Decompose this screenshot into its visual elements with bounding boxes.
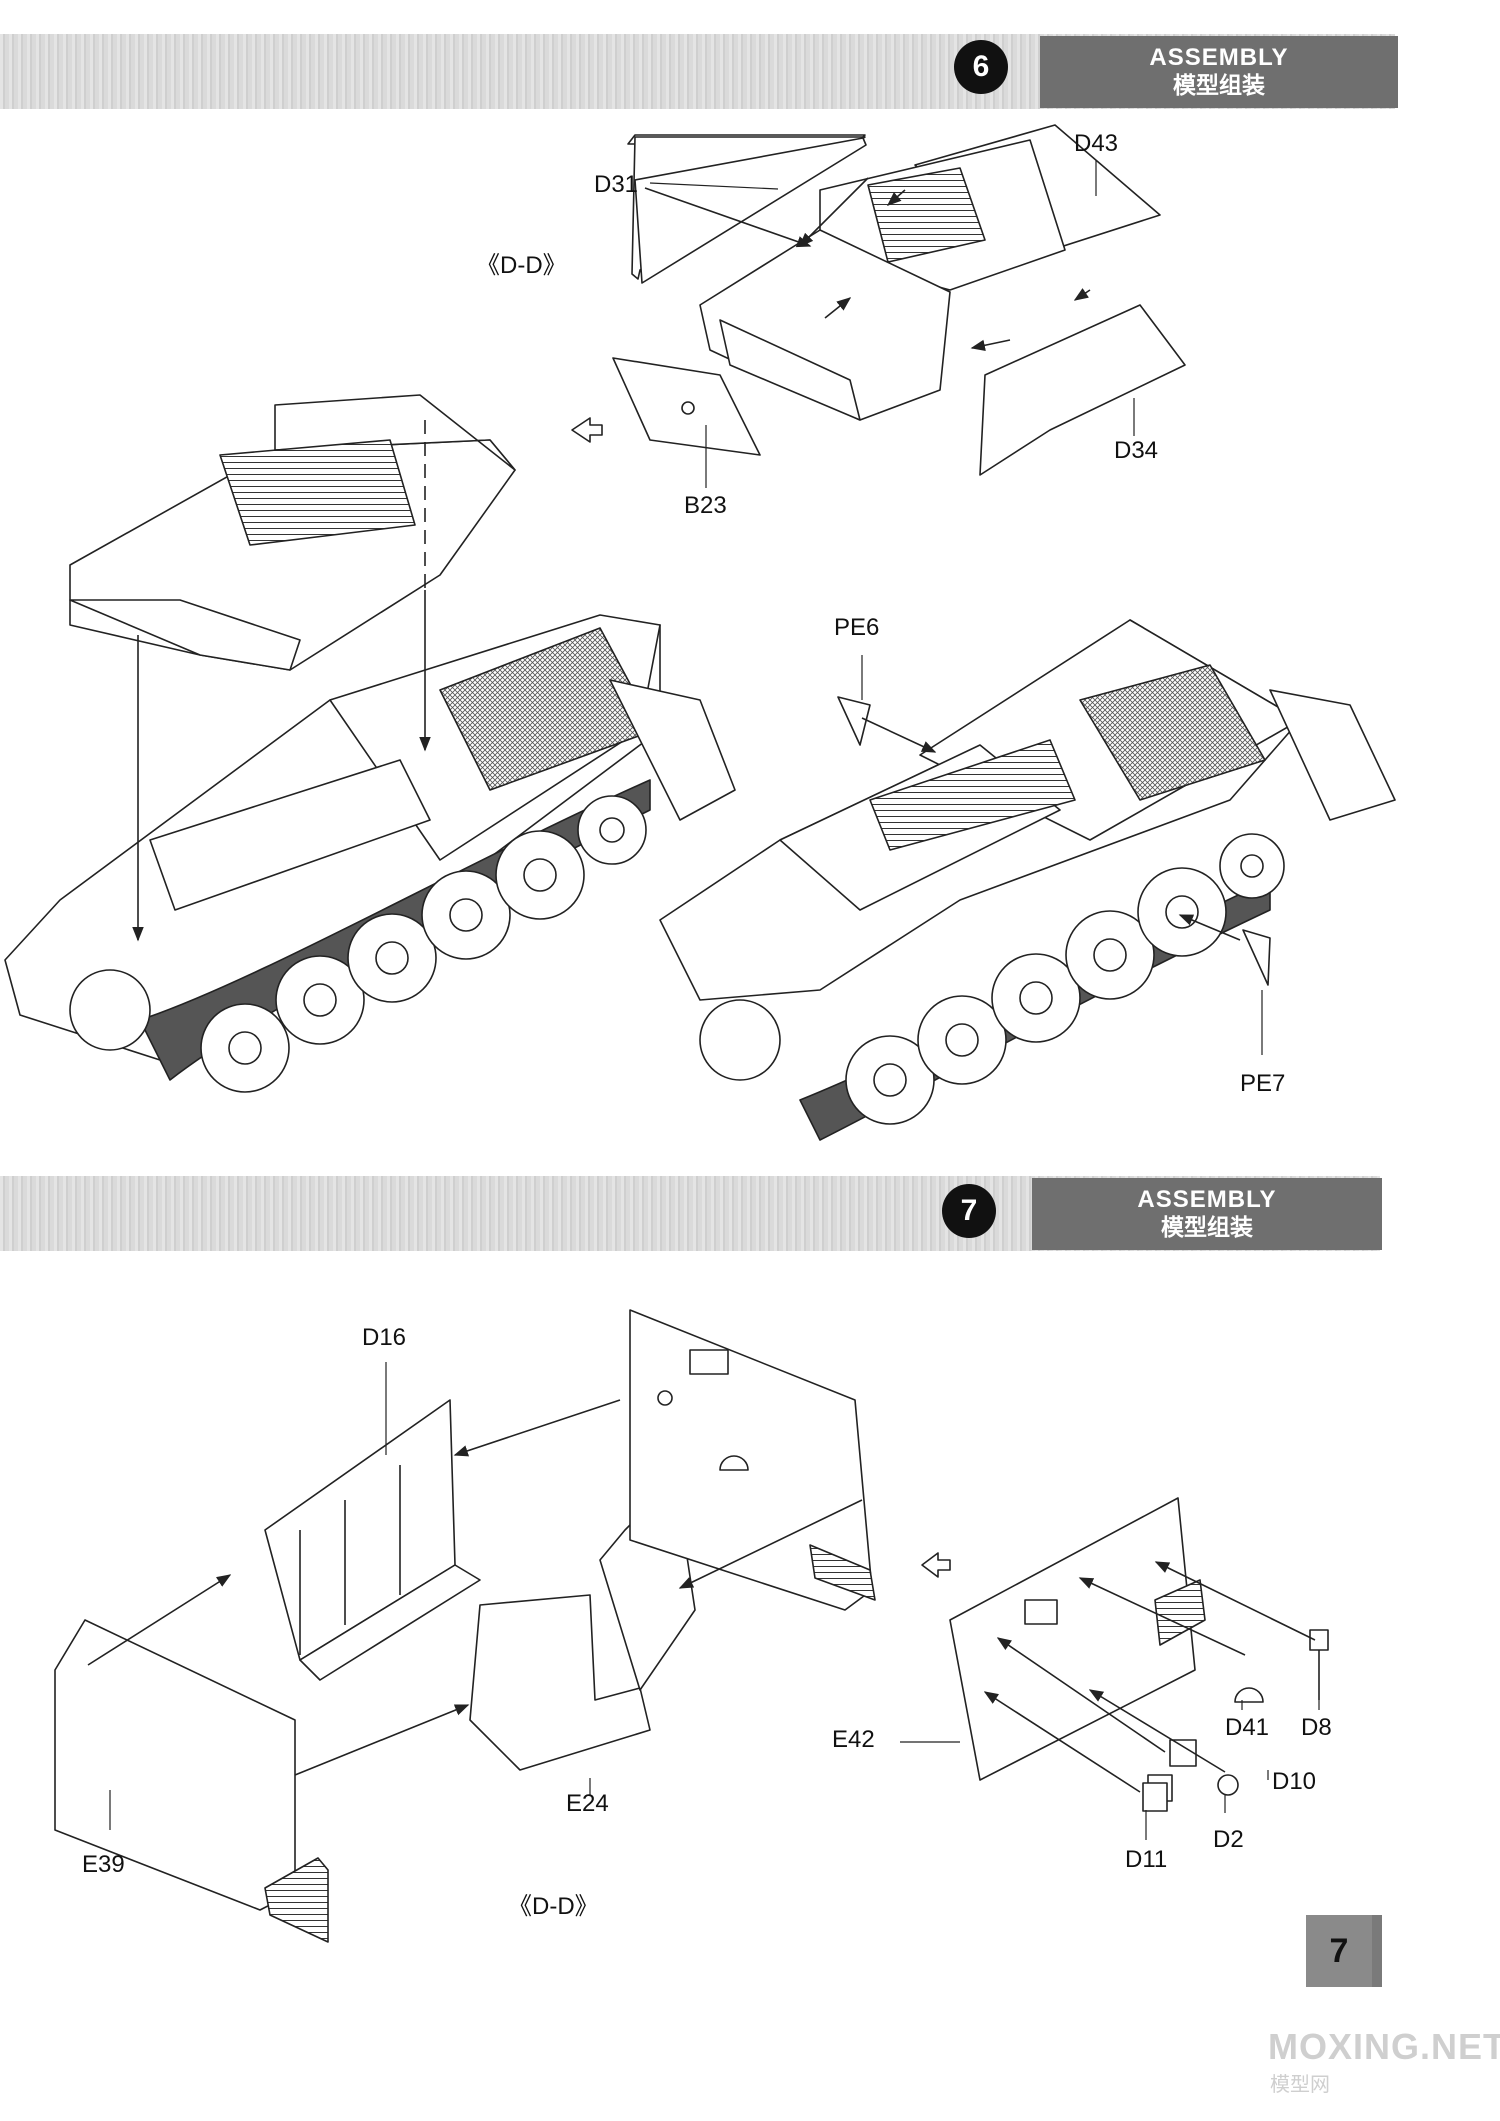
step6-right-vehicle: [659, 619, 1396, 1141]
step6-title-cn: 模型组装: [1173, 72, 1265, 99]
part-label-b23: B23: [684, 492, 727, 519]
part-label-d41: D41: [1225, 1714, 1270, 1741]
step7-title-en: ASSEMBLY: [1137, 1186, 1277, 1213]
step6-left-vehicle: [4, 394, 736, 1093]
part-label-pe7: PE7: [1240, 1070, 1286, 1097]
part-label-d43: D43: [1074, 130, 1119, 157]
part-label-d2: D2: [1213, 1826, 1244, 1853]
part-label-d16: D16: [362, 1324, 407, 1351]
part-label-d34: D34: [1114, 437, 1159, 464]
page-number: 7: [1306, 1915, 1372, 1987]
step7-assembly-tag: ASSEMBLY 模型组装: [1032, 1178, 1382, 1250]
step7-number-badge: 7: [942, 1184, 996, 1238]
step7-title-cn: 模型组装: [1161, 1214, 1253, 1241]
part-label-e24: E24: [566, 1790, 609, 1817]
page-number-box: 7: [1306, 1915, 1382, 1987]
step6-exploded-hull-parts: [612, 124, 1186, 476]
step6-view-label: 《D-D》: [476, 252, 567, 279]
step6-number-badge: 6: [954, 40, 1008, 94]
part-label-d11: D11: [1125, 1846, 1168, 1873]
part-label-d8: D8: [1301, 1714, 1332, 1741]
step6-title-en: ASSEMBLY: [1149, 44, 1289, 71]
watermark-logo: MOXING.NET: [1268, 2026, 1500, 2067]
step6-assembly-tag: ASSEMBLY 模型组装: [1040, 36, 1398, 108]
step7-view-label: 《D-D》: [508, 1893, 599, 1920]
part-label-d10: D10: [1272, 1768, 1317, 1795]
part-label-e39: E39: [82, 1851, 125, 1878]
part-label-e42: E42: [832, 1726, 875, 1753]
watermark-sub: 模型网: [1270, 2072, 1330, 2096]
part-label-d31: D31: [594, 171, 639, 198]
part-label-pe6: PE6: [834, 614, 880, 641]
